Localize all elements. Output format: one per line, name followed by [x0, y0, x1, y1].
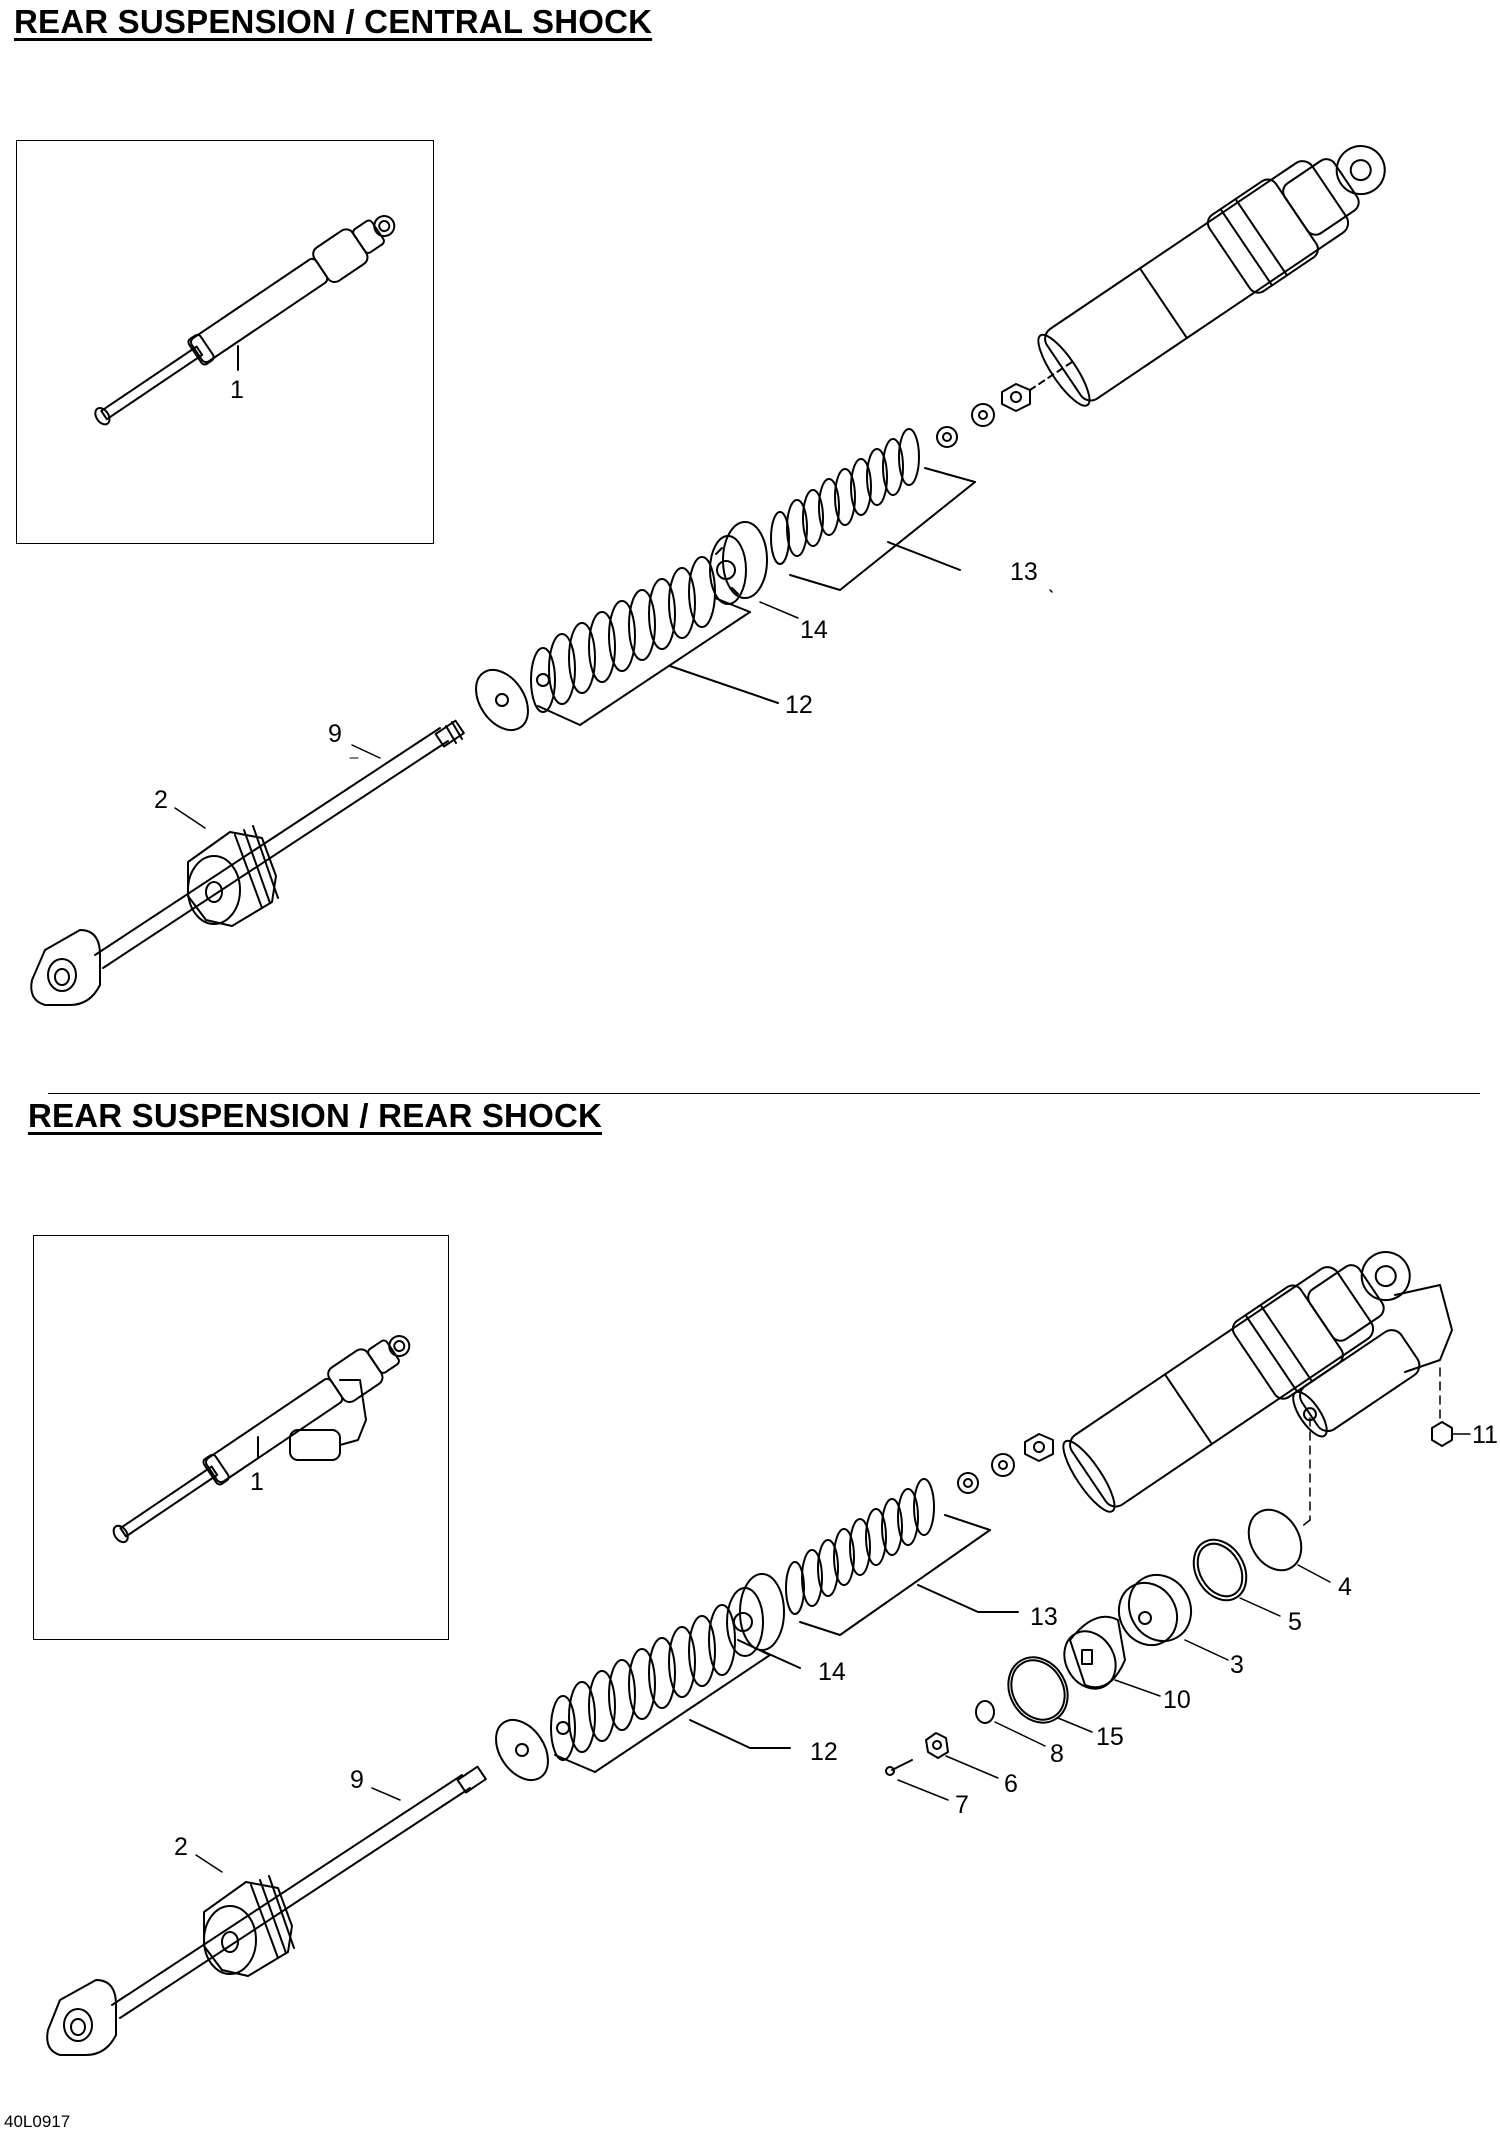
leader-lines-bottom [195, 1787, 401, 1873]
drawing-reference-code: 40L0917 [4, 2112, 71, 2131]
callout-5: 5 [1288, 1608, 1302, 1636]
end-cap-2-icon [187, 825, 279, 927]
callout-15: 15 [1096, 1723, 1124, 1751]
rear-end-cap-2-icon [203, 1875, 295, 1977]
washer-icon [475, 669, 529, 731]
rear-washer-icon [495, 1719, 549, 1781]
callout-14: 14 [818, 1658, 846, 1686]
callout-8: 8 [1050, 1740, 1064, 1768]
callout-2: 2 [174, 1833, 188, 1861]
screw-7-icon [885, 1759, 949, 1801]
reservoir-piston-3-icon [1117, 1573, 1229, 1661]
reservoir-o-ring-4-icon [1247, 1508, 1331, 1583]
spring-stack-12-icon [530, 556, 779, 726]
nut-washer-set-icon [936, 359, 1076, 448]
callout-2: 2 [154, 786, 168, 814]
inset-frame-rear-shock [33, 1235, 449, 1640]
shock-rod-9-icon [30, 719, 465, 1006]
inset-rear-shock-assembly-icon [112, 1335, 411, 1544]
callout-labels-top: 1 9 2 12 14 13 [154, 376, 1038, 814]
section-title-rear-shock: REAR SUSPENSION / REAR SHOCK [28, 1097, 603, 1134]
callout-3: 3 [1230, 1651, 1244, 1679]
callout-9: 9 [350, 1766, 364, 1794]
callout-13: 13 [1010, 558, 1038, 586]
rear-nut-washer-set-icon [957, 1433, 1054, 1494]
section-divider [48, 1093, 1480, 1094]
valve-6-icon [925, 1732, 999, 1779]
callout-13: 13 [1030, 1603, 1058, 1631]
callout-14: 14 [800, 616, 828, 644]
rear-spring-stack-13-icon [785, 1478, 1019, 1636]
rear-piston-14-icon [726, 1573, 801, 1669]
piston-14-icon [709, 521, 768, 605]
section-title-central-shock: REAR SUSPENSION / CENTRAL SHOCK [14, 3, 653, 40]
inset-callout-1: 1 [250, 1468, 264, 1496]
seal-8-icon [975, 1700, 1046, 1747]
callout-6: 6 [1004, 1770, 1018, 1798]
spring-stack-13-icon [770, 428, 976, 591]
rear-shock-body-icon [1062, 1251, 1453, 1529]
callout-12: 12 [810, 1738, 838, 1766]
callout-9: 9 [328, 720, 342, 748]
leader-lines-top [174, 589, 1053, 829]
callout-7: 7 [955, 1791, 969, 1819]
callout-11: 11 [1472, 1421, 1498, 1449]
inset-frame-central-shock [16, 140, 434, 544]
rear-spring-stack-12-icon [550, 1604, 791, 1773]
callout-4: 4 [1338, 1573, 1352, 1601]
reservoir-cap-10-icon [1063, 1615, 1161, 1697]
inset-shock-assembly-icon [94, 215, 396, 426]
rear-shock-rod-9-icon [46, 1765, 487, 2056]
callout-10: 10 [1163, 1686, 1191, 1714]
inset-callout-1: 1 [230, 376, 244, 404]
reservoir-retaining-ring-5-icon [1192, 1538, 1281, 1617]
callout-labels-bottom: 1 11 4 5 3 13 10 14 15 12 8 6 7 9 2 [174, 1421, 1498, 1861]
o-ring-15-icon [1007, 1656, 1093, 1733]
nut-11-icon [1431, 1421, 1471, 1447]
callout-12: 12 [785, 691, 813, 719]
shock-body-icon [1037, 145, 1386, 407]
